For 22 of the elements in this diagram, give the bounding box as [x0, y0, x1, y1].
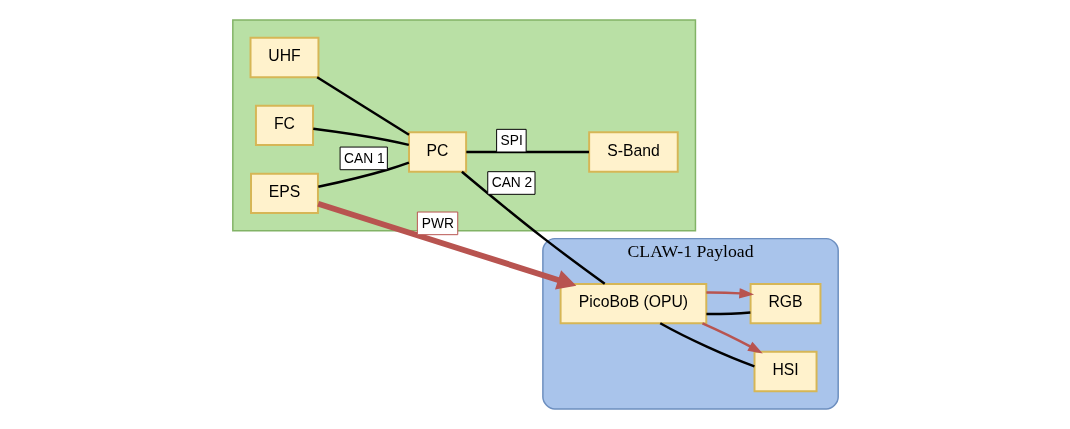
cluster [231, 19, 696, 232]
edge-label: PWR [421, 215, 454, 231]
arrow [705, 288, 754, 299]
node-box: HSI [753, 350, 817, 393]
connector [316, 76, 410, 136]
node-box: UHF [249, 36, 319, 79]
node-box: S-Band [587, 131, 679, 173]
connector [705, 311, 750, 316]
node-box: PC [407, 131, 467, 173]
edge-label: CAN 1 [343, 150, 385, 166]
connector [317, 161, 409, 188]
arrow [701, 322, 763, 354]
connector [465, 150, 589, 154]
edge-label: CAN 2 [491, 175, 532, 191]
connector [659, 322, 755, 368]
node-box: FC [254, 104, 314, 147]
arrow [316, 200, 576, 290]
node-box: RGB [749, 282, 821, 325]
edge-label: SPI [500, 132, 523, 148]
connector [312, 127, 409, 147]
node-box: PicoBoB (OPU) [559, 282, 707, 325]
node-box: EPS [249, 172, 319, 214]
